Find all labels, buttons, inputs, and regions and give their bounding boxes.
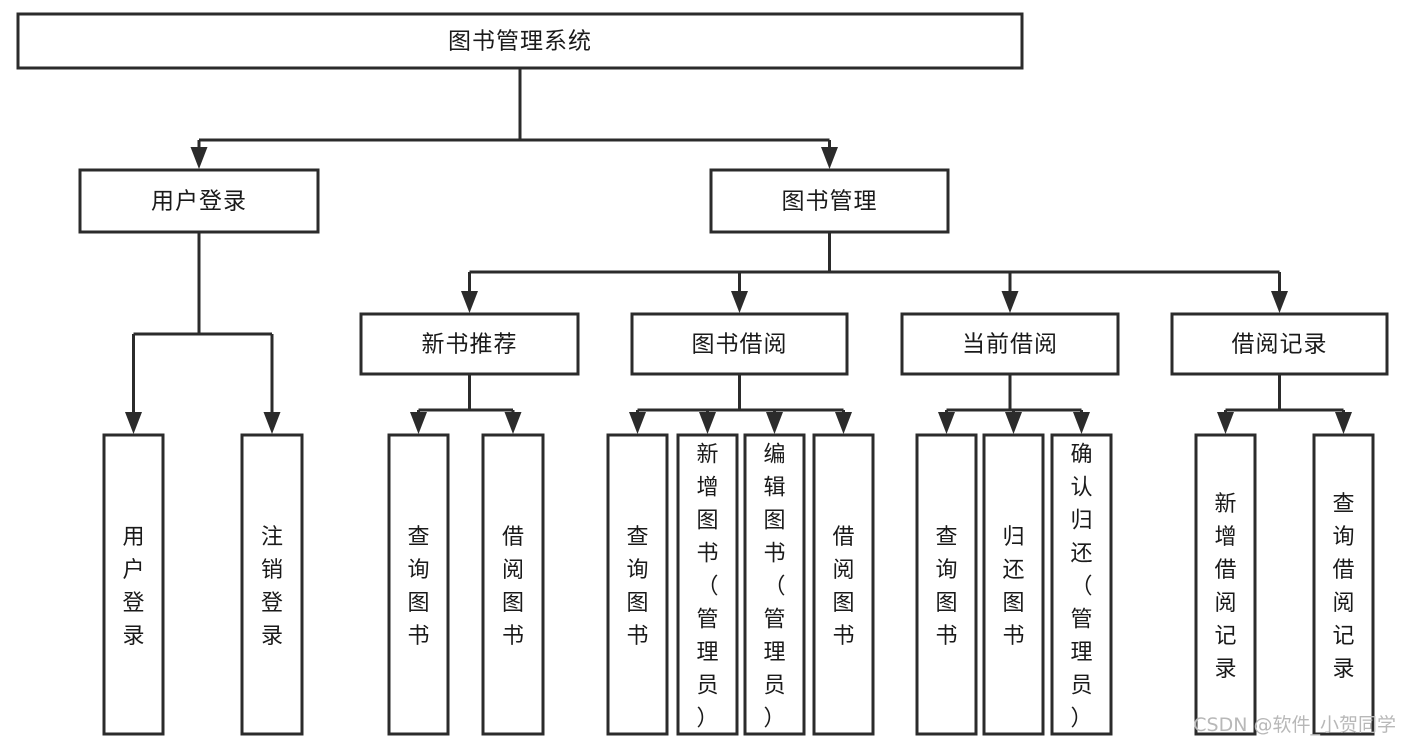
node-box-leaf_2	[387, 433, 450, 736]
node-label-l2_2: 当前借阅	[962, 332, 1058, 358]
node-leaf_12[interactable]: 查询借阅记录	[1312, 433, 1375, 736]
node-layer: 图书管理系统用户登录图书管理新书推荐图书借阅当前借阅借阅记录用户登录注销登录查询…	[16, 12, 1389, 736]
node-label-leaf_2: 查询图书	[407, 525, 429, 649]
node-box-leaf_12	[1312, 433, 1375, 736]
node-label-l2_0: 新书推荐	[422, 332, 518, 358]
node-box-leaf_7	[812, 433, 875, 736]
node-l2_3[interactable]: 借阅记录	[1170, 312, 1389, 376]
node-box-leaf_8	[915, 433, 978, 736]
node-box-leaf_11	[1194, 433, 1257, 736]
node-label-l2_3: 借阅记录	[1232, 332, 1328, 358]
node-leaf_10[interactable]: 确认归还（管理员）	[1050, 433, 1113, 736]
node-box-leaf_10	[1050, 433, 1113, 736]
node-label-l1_0: 用户登录	[151, 189, 247, 215]
node-label-leaf_9: 归还图书	[1002, 525, 1024, 649]
node-label-leaf_6: 编辑图书（管理员）	[763, 443, 785, 732]
node-label-leaf_1: 注销登录	[261, 525, 283, 649]
node-box-l1_0	[78, 168, 320, 234]
node-leaf_2[interactable]: 查询图书	[387, 433, 450, 736]
node-label-leaf_0: 用户登录	[122, 525, 144, 649]
node-l2_1[interactable]: 图书借阅	[630, 312, 849, 376]
node-label-leaf_11: 新增借阅记录	[1214, 492, 1236, 682]
node-box-l2_2	[900, 312, 1120, 376]
node-l2_2[interactable]: 当前借阅	[900, 312, 1120, 376]
csdn-watermark: CSDN @软件_小贺同学	[1193, 714, 1396, 736]
node-label-leaf_5: 新增图书（管理员）	[696, 443, 718, 732]
node-l2_0[interactable]: 新书推荐	[359, 312, 580, 376]
node-box-l2_0	[359, 312, 580, 376]
node-leaf_8[interactable]: 查询图书	[915, 433, 978, 736]
node-box-leaf_5	[676, 433, 739, 736]
node-label-l2_1: 图书借阅	[692, 332, 788, 358]
node-leaf_7[interactable]: 借阅图书	[812, 433, 875, 736]
node-leaf_1[interactable]: 注销登录	[240, 433, 304, 736]
node-box-leaf_1	[240, 433, 304, 736]
node-box-leaf_3	[481, 433, 545, 736]
node-label-leaf_8: 查询图书	[935, 525, 957, 649]
node-root[interactable]: 图书管理系统	[16, 12, 1024, 70]
node-box-leaf_6	[743, 433, 806, 736]
node-leaf_11[interactable]: 新增借阅记录	[1194, 433, 1257, 736]
node-box-l2_1	[630, 312, 849, 376]
node-leaf_6[interactable]: 编辑图书（管理员）	[743, 433, 806, 736]
node-label-leaf_10: 确认归还（管理员）	[1070, 443, 1092, 732]
node-leaf_9[interactable]: 归还图书	[982, 433, 1045, 736]
node-label-leaf_7: 借阅图书	[832, 525, 854, 649]
node-leaf_3[interactable]: 借阅图书	[481, 433, 545, 736]
node-box-leaf_0	[102, 433, 165, 736]
node-label-leaf_12: 查询借阅记录	[1332, 492, 1354, 682]
node-label-l1_1: 图书管理	[782, 189, 878, 215]
node-leaf_5[interactable]: 新增图书（管理员）	[676, 433, 739, 736]
node-label-leaf_3: 借阅图书	[502, 525, 524, 649]
node-box-root	[16, 12, 1024, 70]
node-label-root: 图书管理系统	[448, 29, 592, 55]
node-leaf_0[interactable]: 用户登录	[102, 433, 165, 736]
connector-layer	[125, 68, 1352, 434]
node-leaf_4[interactable]: 查询图书	[606, 433, 669, 736]
node-l1_1[interactable]: 图书管理	[709, 168, 950, 234]
node-box-leaf_4	[606, 433, 669, 736]
node-box-leaf_9	[982, 433, 1045, 736]
node-box-l2_3	[1170, 312, 1389, 376]
node-label-leaf_4: 查询图书	[626, 525, 648, 649]
node-l1_0[interactable]: 用户登录	[78, 168, 320, 234]
node-box-l1_1	[709, 168, 950, 234]
